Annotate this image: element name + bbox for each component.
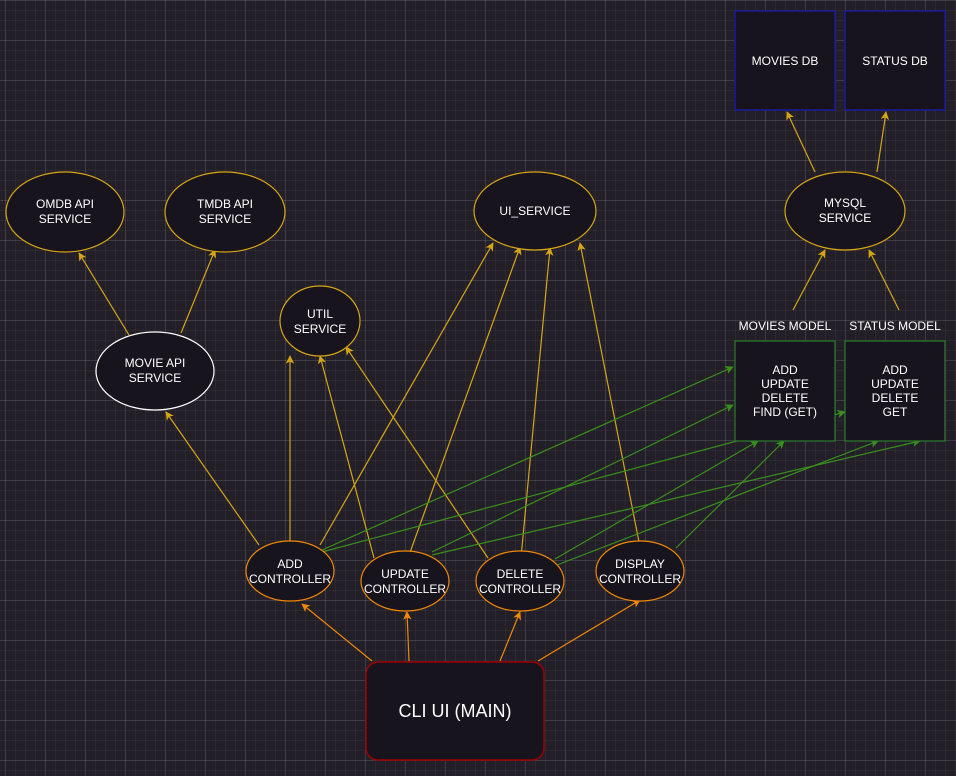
- omdb-api-service-node[interactable]: OMDB API SERVICE: [5, 171, 125, 253]
- movies-model-title: MOVIES MODEL: [739, 319, 832, 333]
- cli-main-node[interactable]: CLI UI (MAIN): [365, 661, 545, 761]
- edge-status-model-to-mysql: [868, 249, 900, 311]
- edge-update-to-ui-service: [407, 246, 522, 559]
- omdb-label-line2: SERVICE: [39, 212, 91, 226]
- tmdb-label-line2: SERVICE: [199, 212, 251, 226]
- movies-db-label: MOVIES DB: [752, 54, 819, 68]
- status-db-label: STATUS DB: [862, 54, 928, 68]
- util-label-line2: SERVICE: [294, 322, 346, 336]
- edge-display-to-ui-service: [577, 242, 641, 548]
- edge-add-to-movies-model: [321, 366, 734, 551]
- edge-delete-to-util: [345, 346, 489, 559]
- status-model-node[interactable]: ADD UPDATE DELETE GET: [844, 340, 946, 442]
- omdb-label-line1: OMDB API: [36, 197, 94, 211]
- delete-controller-line2: CONTROLLER: [479, 582, 561, 596]
- status-db-node[interactable]: STATUS DB: [844, 10, 946, 111]
- display-controller-line2: CONTROLLER: [599, 572, 681, 586]
- update-controller-line1: UPDATE: [381, 567, 429, 581]
- edge-delete-to-movies-model: [554, 440, 759, 560]
- update-controller-node[interactable]: UPDATE CONTROLLER: [360, 550, 450, 612]
- movies-model-find: FIND (GET): [753, 405, 817, 419]
- status-model-get: GET: [883, 405, 908, 419]
- ui-service-node[interactable]: UI_SERVICE: [473, 171, 597, 251]
- edge-display-to-movies-model: [675, 440, 785, 549]
- edge-mysql-to-status-db: [876, 111, 890, 173]
- delete-controller-node[interactable]: DELETE CONTROLLER: [475, 550, 565, 612]
- edge-main-to-display: [537, 599, 641, 662]
- mysql-label-line1: MYSQL: [824, 196, 866, 210]
- edges: [78, 111, 921, 662]
- mysql-label-line2: SERVICE: [819, 211, 871, 225]
- movie-api-label-line1: MOVIE API: [125, 356, 186, 370]
- util-service-node[interactable]: UTIL SERVICE: [279, 285, 361, 357]
- tmdb-label-line1: TMDB API: [197, 197, 253, 211]
- movie-api-label-line2: SERVICE: [129, 371, 181, 385]
- display-controller-node[interactable]: DISPLAY CONTROLLER: [595, 540, 685, 602]
- edge-add-to-movie-api: [165, 411, 260, 546]
- movies-model-delete: DELETE: [762, 391, 809, 405]
- status-model-add: ADD: [882, 363, 908, 377]
- edge-main-to-delete: [499, 611, 522, 662]
- tmdb-api-service-node[interactable]: TMDB API SERVICE: [164, 171, 286, 253]
- status-model-title: STATUS MODEL: [849, 319, 941, 333]
- edge-add-to-ui-service: [319, 242, 494, 546]
- add-controller-node[interactable]: ADD CONTROLLER: [245, 540, 335, 602]
- cli-main-label: CLI UI (MAIN): [398, 701, 511, 721]
- add-controller-line1: ADD: [277, 557, 303, 571]
- status-model-delete: DELETE: [872, 391, 919, 405]
- movie-api-service-node[interactable]: MOVIE API SERVICE: [95, 331, 215, 411]
- edge-movie-api-to-tmdb: [180, 249, 217, 334]
- edge-update-to-status-model: [431, 438, 921, 556]
- movies-model-update: UPDATE: [761, 377, 809, 391]
- edge-update-to-movies-model: [431, 404, 734, 553]
- edge-delete-to-ui-service: [520, 247, 554, 559]
- edge-update-to-util: [317, 355, 375, 559]
- display-controller-line1: DISPLAY: [615, 557, 665, 571]
- movies-model-node[interactable]: ADD UPDATE DELETE FIND (GET): [734, 340, 836, 442]
- edge-main-to-add: [301, 603, 373, 662]
- mysql-service-node[interactable]: MYSQL SERVICE: [784, 171, 906, 251]
- edge-main-to-update: [403, 611, 412, 662]
- status-model-update: UPDATE: [871, 377, 919, 391]
- edge-delete-to-status-model: [556, 439, 879, 566]
- update-controller-line2: CONTROLLER: [364, 582, 446, 596]
- movies-db-node[interactable]: MOVIES DB: [734, 10, 836, 111]
- util-label-line1: UTIL: [307, 307, 333, 321]
- ui-service-label: UI_SERVICE: [499, 204, 570, 218]
- delete-controller-line1: DELETE: [497, 567, 544, 581]
- edge-movies-model-to-mysql: [792, 249, 826, 311]
- edge-mysql-to-movies-db: [786, 111, 816, 173]
- edge-movie-api-to-omdb: [78, 252, 130, 336]
- movies-model-add: ADD: [772, 363, 798, 377]
- add-controller-line2: CONTROLLER: [249, 572, 331, 586]
